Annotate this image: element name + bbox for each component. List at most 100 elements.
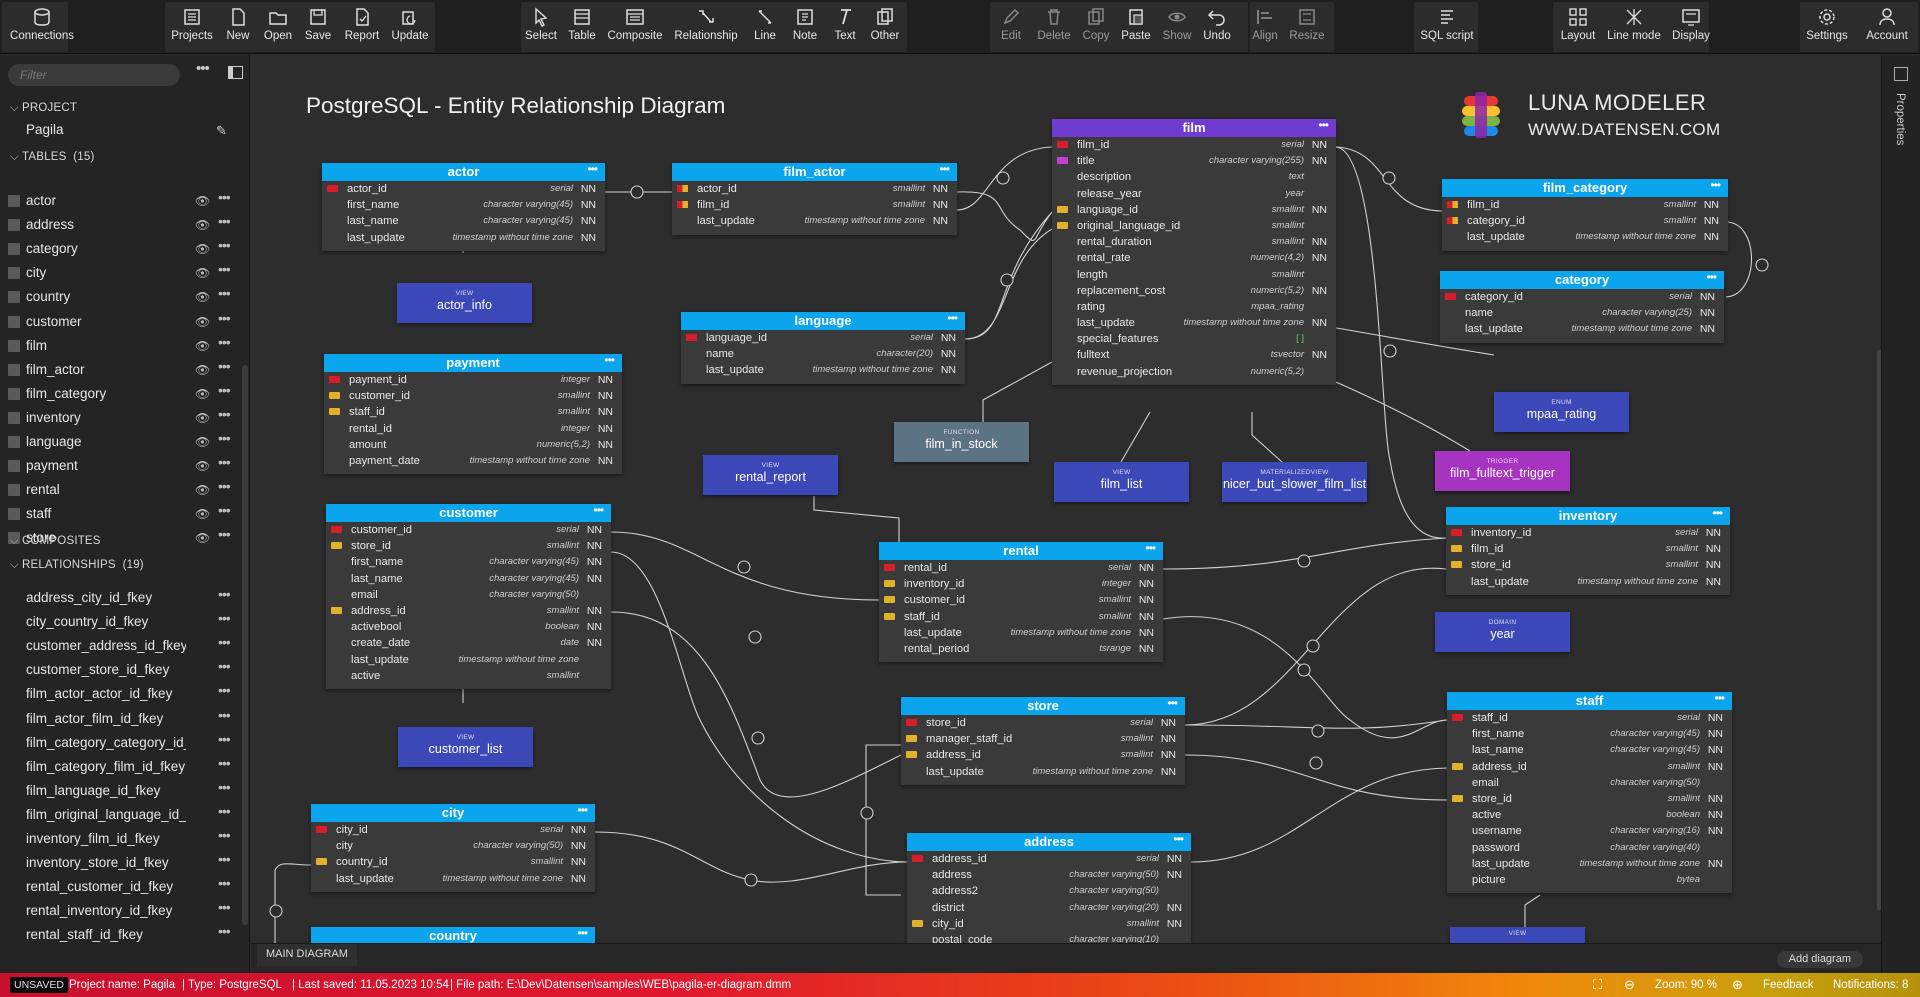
resize-button[interactable]: Resize	[1285, 2, 1329, 52]
visibility-eye-icon[interactable]: 👁	[195, 459, 211, 474]
filter-input[interactable]	[8, 64, 180, 86]
entity-menu-dots-icon[interactable]: •••	[604, 353, 615, 367]
sidebar-relationship-item[interactable]: rental_customer_id_fkey•••	[0, 875, 242, 899]
copy-button[interactable]: Copy	[1074, 2, 1118, 52]
line-tool-button[interactable]: Line	[743, 2, 787, 52]
entity-menu-dots-icon[interactable]: •••	[1710, 178, 1721, 192]
sidebar-table-customer[interactable]: customer👁•••	[0, 310, 242, 334]
sidebar-table-film_category[interactable]: film_category👁•••	[0, 382, 242, 406]
item-menu-dots-icon[interactable]: •••	[218, 381, 231, 398]
sidebar-table-film[interactable]: film👁•••	[0, 334, 242, 358]
entity-menu-dots-icon[interactable]: •••	[577, 803, 588, 817]
entity-header[interactable]: inventory•••	[1446, 506, 1730, 525]
sidebar-relationship-item[interactable]: film_original_language_id_f•••	[0, 803, 242, 827]
visibility-eye-icon[interactable]: 👁	[195, 338, 211, 353]
item-menu-dots-icon[interactable]: •••	[218, 502, 231, 519]
project-name[interactable]: Pagila	[26, 122, 64, 137]
item-menu-dots-icon[interactable]: •••	[218, 357, 231, 374]
add-diagram-button[interactable]: Add diagram	[1776, 951, 1863, 968]
entity-menu-dots-icon[interactable]: •••	[587, 162, 598, 176]
item-menu-dots-icon[interactable]: •••	[218, 309, 231, 326]
item-menu-dots-icon[interactable]: •••	[218, 682, 231, 699]
save-button[interactable]: Save	[296, 2, 340, 52]
item-menu-dots-icon[interactable]: •••	[218, 430, 231, 446]
sidebar-scrollbar[interactable]	[242, 365, 248, 925]
panel-toggle-icon[interactable]	[1894, 67, 1908, 81]
report-button[interactable]: Report	[340, 2, 384, 52]
visibility-eye-icon[interactable]: 👁	[195, 314, 211, 329]
visibility-eye-icon[interactable]: 👁	[195, 410, 211, 425]
item-menu-dots-icon[interactable]: •••	[218, 754, 231, 771]
open-button[interactable]: Open	[256, 2, 300, 52]
text-tool-button[interactable]: Text	[823, 2, 867, 52]
visibility-eye-icon[interactable]: 👁	[195, 218, 211, 233]
table-tool-button[interactable]: Table	[560, 2, 604, 52]
sidebar-relationship-item[interactable]: customer_store_id_fkey•••	[0, 658, 242, 682]
item-menu-dots-icon[interactable]: •••	[218, 802, 231, 819]
sidebar-table-language[interactable]: language👁•••	[0, 430, 242, 454]
canvas-vertical-scrollbar[interactable]	[1877, 350, 1882, 910]
item-menu-dots-icon[interactable]: •••	[218, 526, 231, 543]
select-tool-button[interactable]: Select	[519, 2, 563, 52]
visibility-eye-icon[interactable]: 👁	[195, 435, 211, 449]
sidebar-relationship-item[interactable]: film_actor_actor_id_fkey•••	[0, 682, 242, 706]
object-staff-view[interactable]: VIEW	[1450, 927, 1585, 944]
fit-screen-icon[interactable]: ⛶	[1593, 977, 1603, 992]
entity-header[interactable]: category•••	[1440, 270, 1724, 289]
item-menu-dots-icon[interactable]: •••	[218, 706, 231, 723]
sidebar-table-film_actor[interactable]: film_actor👁•••	[0, 358, 242, 382]
item-menu-dots-icon[interactable]: •••	[218, 285, 231, 302]
entity-header[interactable]: rental•••	[879, 541, 1163, 560]
entity-menu-dots-icon[interactable]: •••	[1714, 691, 1725, 705]
entity-header[interactable]: store•••	[901, 696, 1185, 715]
layout-button[interactable]: Layout	[1556, 2, 1600, 52]
item-menu-dots-icon[interactable]: •••	[218, 261, 231, 278]
undo-button[interactable]: Undo	[1195, 2, 1239, 52]
item-menu-dots-icon[interactable]: •••	[218, 454, 231, 471]
projects-button[interactable]: Projects	[170, 2, 214, 52]
item-menu-dots-icon[interactable]: •••	[218, 827, 231, 843]
item-menu-dots-icon[interactable]: •••	[218, 634, 231, 651]
entity-header[interactable]: customer•••	[326, 503, 611, 522]
item-menu-dots-icon[interactable]: •••	[218, 658, 231, 675]
sidebar-relationship-item[interactable]: address_city_id_fkey•••	[0, 586, 242, 610]
tab-main-diagram[interactable]: MAIN DIAGRAM	[257, 944, 357, 966]
visibility-eye-icon[interactable]: 👁	[195, 242, 211, 257]
sidebar-table-category[interactable]: category👁•••	[0, 237, 242, 261]
